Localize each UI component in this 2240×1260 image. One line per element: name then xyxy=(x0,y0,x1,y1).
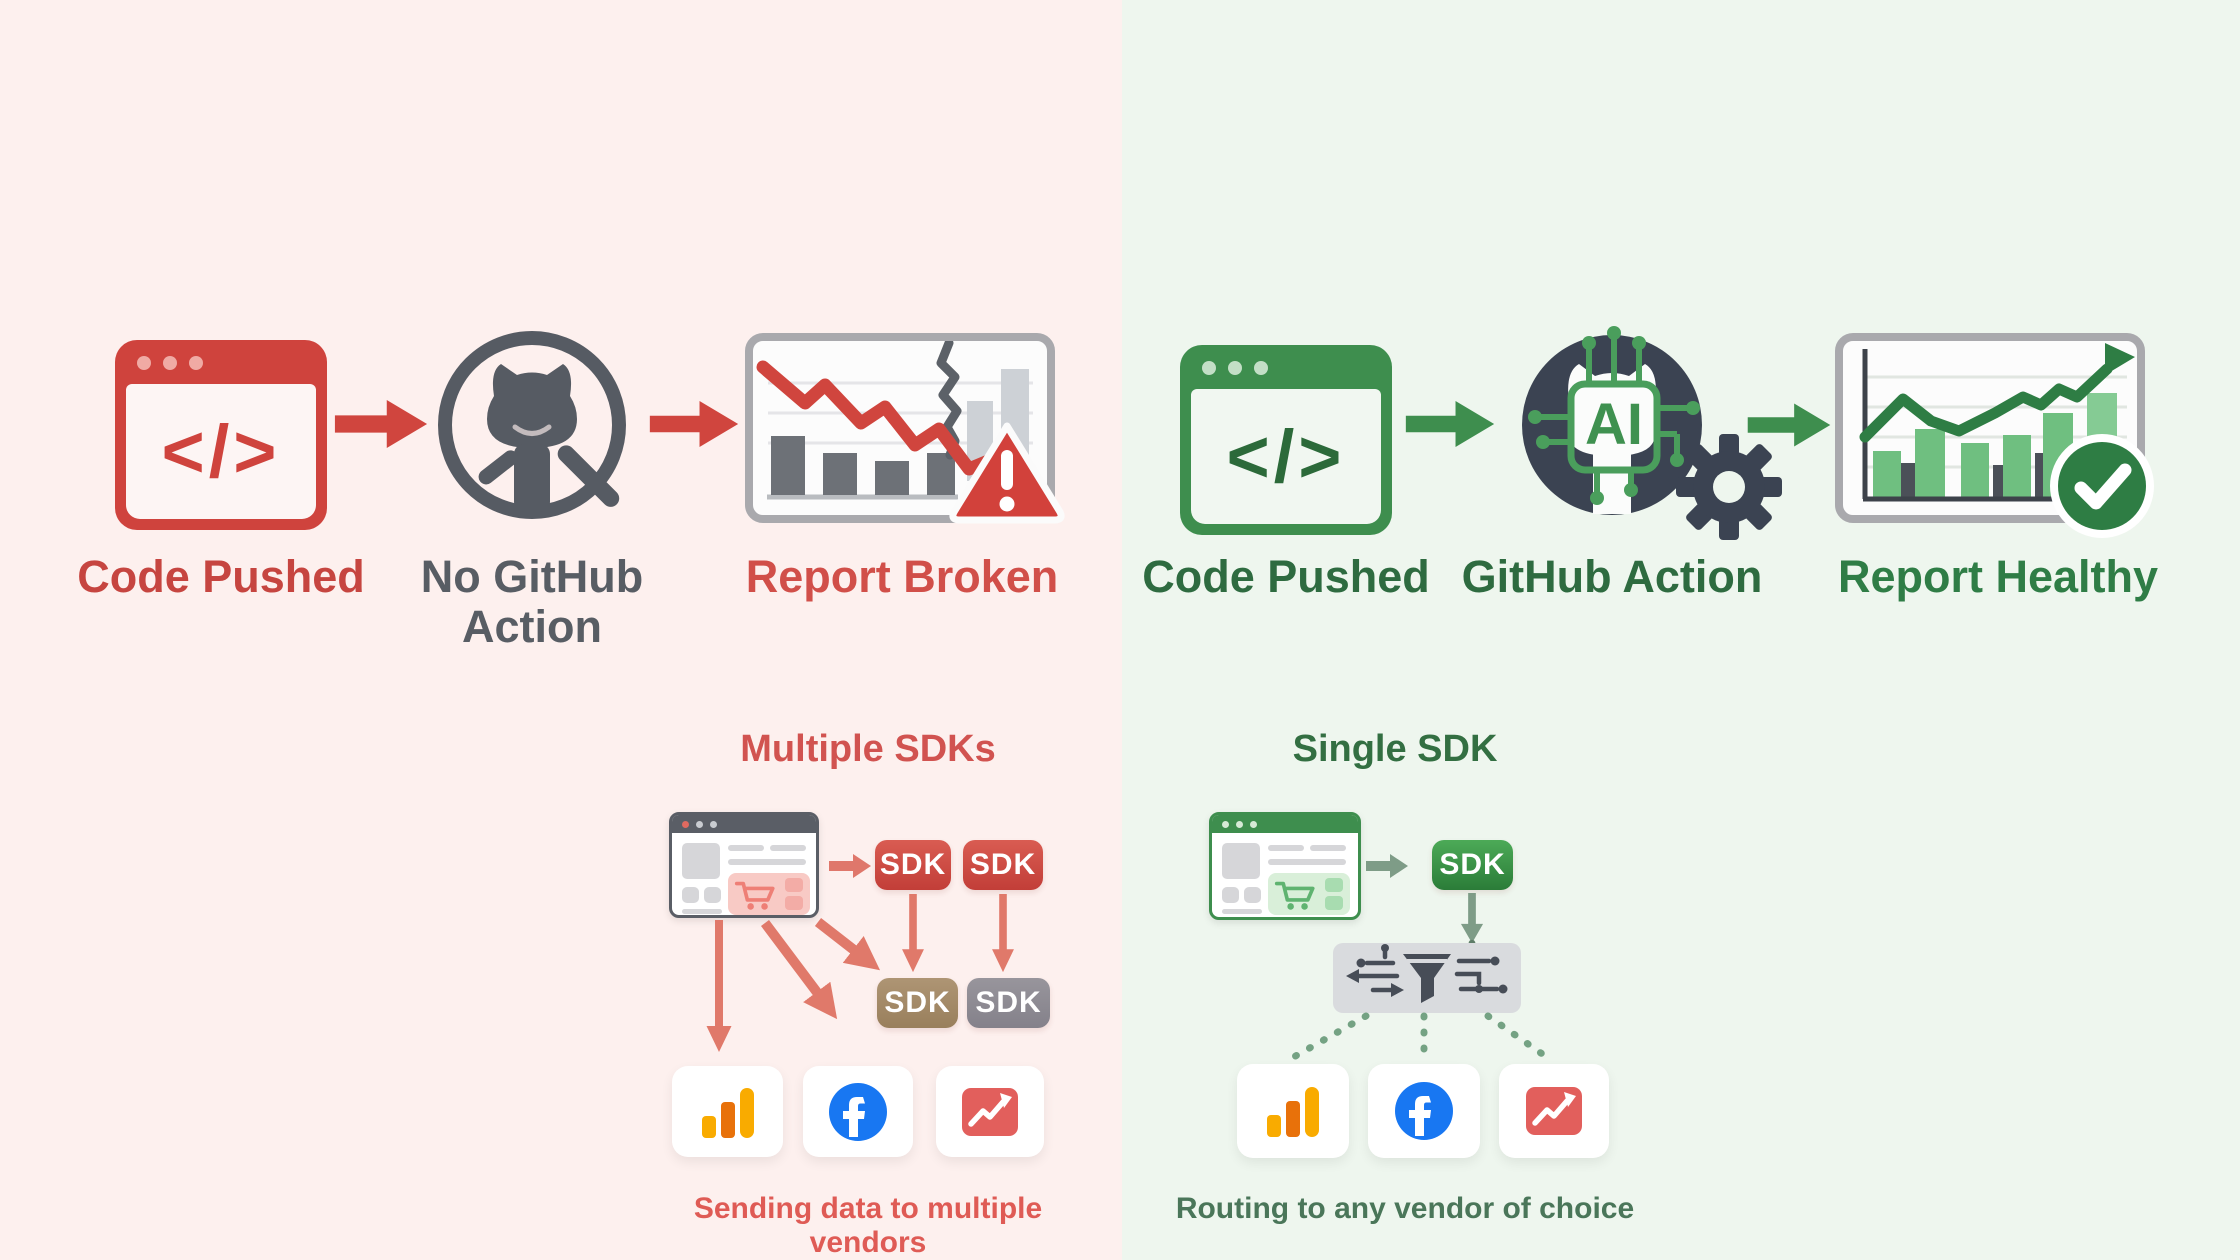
step-label: Code Pushed xyxy=(77,551,365,602)
code-pushed-icon: </> xyxy=(115,340,327,530)
sdk-badge: SDK xyxy=(1432,840,1513,890)
sdk-badge: SDK xyxy=(877,978,958,1028)
trend-chart-icon xyxy=(936,1066,1044,1157)
facebook-icon xyxy=(1368,1064,1480,1158)
check-circle-icon xyxy=(2050,434,2154,538)
code-glyph: </> xyxy=(1226,415,1346,498)
arrow-right-icon xyxy=(1405,401,1495,447)
step-label: Report Healthy xyxy=(1837,551,2159,602)
left-caption: Sending data to multiple vendors xyxy=(693,1192,1043,1259)
warning-triangle-icon xyxy=(949,422,1065,524)
arrow-down-icon xyxy=(706,920,732,1052)
right-caption: Routing to any vendor of choice xyxy=(1175,1192,1635,1225)
code-pushed-icon: </> xyxy=(1180,345,1392,535)
shopping-cart-icon xyxy=(734,881,775,910)
dotted-connector xyxy=(1420,1012,1428,1066)
cart-panel xyxy=(1268,873,1350,915)
browser-dots-icon xyxy=(1202,361,1268,375)
step-label: Report Broken xyxy=(745,551,1059,602)
google-analytics-icon xyxy=(1237,1064,1349,1158)
arrow-right-icon xyxy=(1366,854,1408,878)
google-analytics-icon xyxy=(672,1066,783,1157)
github-action-ai-icon xyxy=(1522,326,1702,515)
website-shop-icon xyxy=(1209,812,1361,920)
dotted-connector xyxy=(1484,1012,1552,1062)
multiple-sdks-title: Multiple SDKs xyxy=(740,728,996,770)
arrow-right-icon xyxy=(334,400,428,448)
single-sdk-title: Single SDK xyxy=(1292,728,1498,770)
arrow-down-icon xyxy=(1460,893,1484,945)
broken-side-background xyxy=(0,0,1122,1260)
step-label: GitHub Action xyxy=(1461,551,1763,602)
browser-dots-icon xyxy=(137,356,203,370)
shopping-cart-icon xyxy=(1274,881,1315,910)
sdk-badge: SDK xyxy=(875,840,951,890)
step-label: No GitHub Action xyxy=(420,551,644,652)
arrow-diagonal-icon xyxy=(814,918,881,971)
dotted-connector xyxy=(1288,1012,1370,1062)
trend-chart-icon xyxy=(1499,1064,1609,1158)
browser-dots-icon xyxy=(1212,815,1358,833)
arrow-right-icon xyxy=(1747,403,1831,447)
sdk-badge: SDK xyxy=(967,978,1050,1028)
cart-panel xyxy=(728,873,810,915)
website-shop-icon xyxy=(669,812,819,918)
ai-chip-label: AI xyxy=(1585,392,1643,457)
arrow-down-icon xyxy=(902,894,924,973)
arrow-diagonal-icon xyxy=(761,920,838,1020)
arrow-right-icon xyxy=(649,401,739,447)
arrow-right-icon xyxy=(829,854,871,878)
data-router-icon xyxy=(1333,943,1521,1013)
facebook-icon xyxy=(803,1066,913,1157)
browser-dots-icon xyxy=(672,815,816,833)
code-glyph: </> xyxy=(161,410,281,493)
arrow-down-icon xyxy=(992,894,1014,973)
sdk-badge: SDK xyxy=(963,840,1043,890)
gear-icon xyxy=(1676,434,1782,540)
no-github-octocat-icon xyxy=(438,331,626,519)
step-label: Code Pushed xyxy=(1142,551,1430,602)
